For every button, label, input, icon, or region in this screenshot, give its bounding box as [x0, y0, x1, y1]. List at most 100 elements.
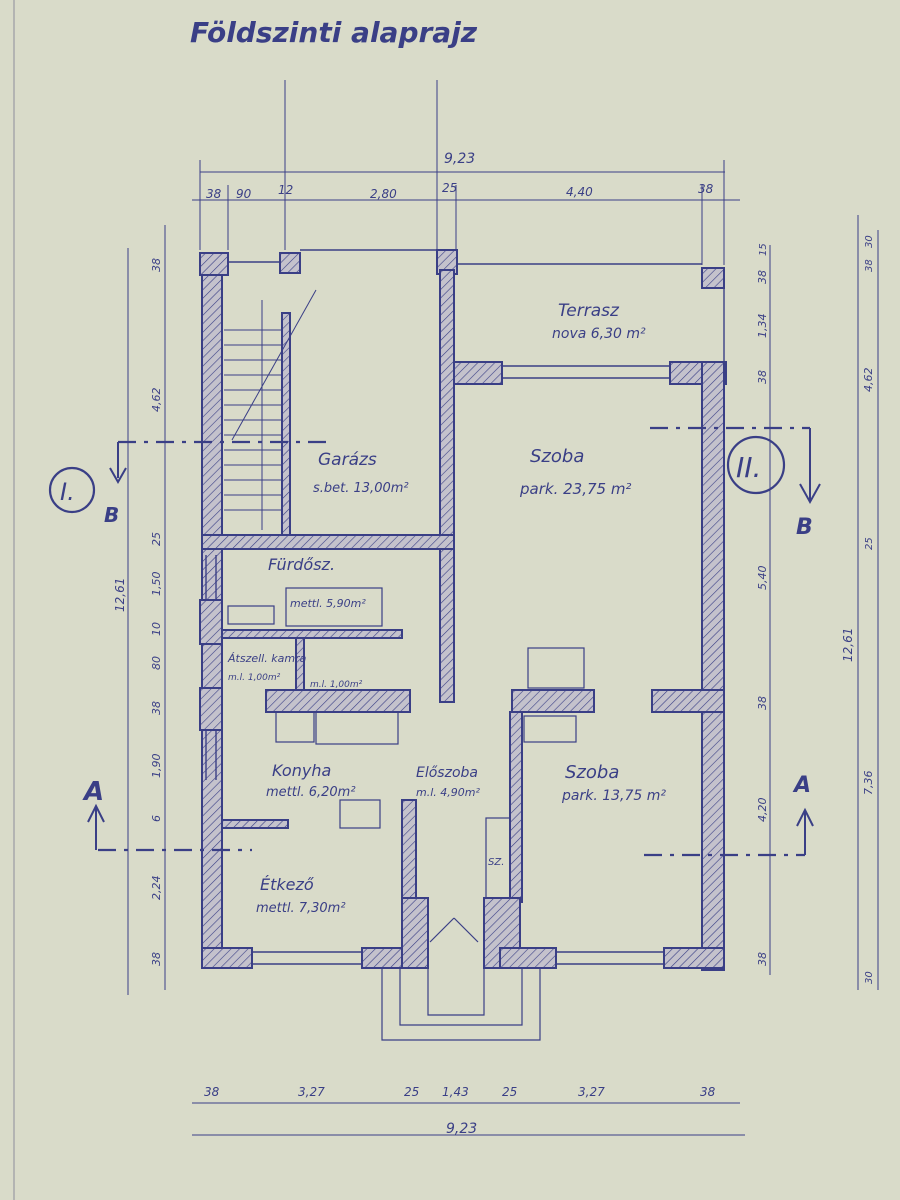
- section-left-letter: B: [104, 503, 119, 527]
- kitchen-counter-icon: [315, 711, 399, 745]
- dim-bottom-seg: 38: [700, 1085, 716, 1099]
- dim-bottom-seg: 25: [404, 1085, 419, 1099]
- dim-right-seg: 4,20: [756, 798, 769, 823]
- dimensions-top: 9,23 38 90 12 2,80 25 4,40 38: [206, 151, 714, 201]
- stove-icon: [275, 711, 315, 743]
- room-name-kitchen: Konyha: [272, 761, 331, 780]
- section-marker-right: [726, 435, 786, 495]
- staircase: [224, 289, 317, 530]
- dim-right-seg: 15: [758, 243, 769, 256]
- dimension-lines: [127, 80, 879, 1136]
- dim-far-right-seg: 25: [864, 537, 875, 550]
- dim-left-seg: 38: [150, 952, 163, 966]
- wardrobe-icon: [485, 817, 511, 899]
- wall-right-exterior: [701, 361, 725, 971]
- dim-right-seg: 38: [756, 952, 769, 966]
- walls: [199, 249, 727, 971]
- wall-bottom-right: [663, 947, 725, 969]
- dim-left-seg: 10: [150, 622, 163, 636]
- dim-top-seg: 38: [206, 187, 222, 201]
- dim-top-seg: 2,80: [370, 187, 397, 201]
- dim-far-right-seg: 38: [864, 259, 875, 272]
- dining-table-icon: [339, 799, 381, 829]
- wall-bottom-mid-right: [499, 947, 557, 969]
- dim-right-seg: 38: [756, 270, 769, 284]
- section-lines: [98, 426, 810, 857]
- bathtub-icon: [227, 605, 275, 625]
- dim-bottom-seg: 3,27: [298, 1085, 325, 1099]
- wall-column-garage-mid: [279, 252, 301, 274]
- dim-left-total: 12,61: [113, 578, 127, 612]
- wall-bottom-left: [201, 947, 253, 969]
- section-a-left: A: [82, 777, 104, 807]
- dim-left-seg: 4,62: [150, 388, 163, 413]
- dim-right-seg: 38: [756, 370, 769, 384]
- dim-right-seg: 1,34: [756, 314, 769, 339]
- dim-far-right-seg: 4,62: [862, 368, 875, 393]
- dim-left-seg: 38: [150, 701, 163, 715]
- dim-far-right-total: 12,61: [841, 628, 855, 662]
- wall-center: [439, 269, 455, 703]
- dim-bottom-seg: 38: [204, 1085, 220, 1099]
- dim-bottom-seg: 1,43: [442, 1085, 469, 1099]
- dim-far-right-seg: 30: [864, 971, 875, 984]
- room-name-garage: Garázs: [318, 450, 377, 470]
- wall-entry-left: [401, 897, 429, 969]
- wall-terrace-left: [453, 361, 503, 385]
- page-title: Földszinti alaprajz: [190, 16, 478, 49]
- dim-top-seg: 90: [236, 187, 252, 201]
- room-name-room-large: Szoba: [530, 446, 584, 467]
- room-area-terrace: nova 6,30 m²: [552, 326, 646, 342]
- stove-room-icon: [527, 647, 585, 689]
- dim-bottom-total: 9,23: [446, 1121, 477, 1137]
- room-name-room-small: Szoba: [565, 762, 619, 783]
- section-labels: I. B II. B A A: [60, 451, 813, 807]
- room-name-wardrobe: SZ.: [488, 857, 504, 868]
- wall-hall-right: [509, 711, 523, 903]
- wall-column-garage-left: [199, 252, 229, 276]
- dim-top-seg: 25: [442, 181, 457, 195]
- dim-left-seg: 6: [150, 815, 163, 822]
- dim-left-seg: 1,50: [150, 572, 163, 597]
- room-area-kitchen: mettl. 6,20m²: [266, 785, 356, 800]
- wall-bath-bottom: [221, 629, 403, 639]
- dimensions-left: 38 4,62 25 1,50 10 80 38 1,90 6 2,24 38 …: [113, 258, 163, 966]
- windows: [205, 249, 725, 965]
- section-right-letter: B: [796, 515, 813, 540]
- wall-hall-left: [401, 799, 417, 909]
- dim-right-seg: 5,40: [756, 566, 769, 591]
- dim-left-seg: 80: [150, 656, 163, 670]
- section-a-right: A: [792, 773, 811, 798]
- room-area-room-small: park. 13,75 m²: [561, 788, 666, 804]
- wall-room-divider-right: [651, 689, 725, 713]
- section-marker-left-label: I.: [60, 478, 75, 506]
- section-marker-right-label: II.: [736, 451, 761, 484]
- wall-terrace-column: [701, 267, 725, 289]
- room-labels: Garázs s.bet. 13,00m² Terrasz nova 6,30 …: [227, 301, 666, 916]
- cabinet-icon: [523, 715, 577, 743]
- section-arrows: [87, 428, 821, 855]
- room-area-room-large: park. 23,75 m²: [519, 480, 631, 498]
- dim-far-right-seg: 30: [864, 235, 875, 248]
- wall-pier-left-2: [199, 687, 223, 731]
- dimensions-bottom: 38 3,27 25 1,43 25 3,27 38 9,23: [204, 1085, 716, 1137]
- room-area-hall: m.l. 4,90m²: [416, 786, 480, 799]
- wall-room-divider-left: [511, 689, 595, 713]
- room-area-closet: m.l. 1,00m²: [310, 680, 363, 690]
- section-marker-left: [48, 466, 96, 514]
- dim-top-seg: 4,40: [566, 185, 593, 199]
- dim-left-seg: 38: [150, 258, 163, 272]
- wall-pier-left-1: [199, 599, 223, 645]
- room-name-dining: Étkező: [260, 875, 314, 894]
- wall-kitchen-dining: [221, 819, 289, 829]
- room-area-dining: mettl. 7,30m²: [256, 901, 346, 916]
- dim-left-seg: 1,90: [150, 754, 163, 779]
- wall-garage-bottom: [201, 534, 455, 550]
- wall-kitchen-top: [265, 689, 411, 713]
- room-name-terrace: Terrasz: [558, 301, 620, 321]
- dim-far-right-seg: 7,36: [862, 771, 875, 796]
- dimensions-right: 15 38 1,34 38 5,40 38 4,20 38: [756, 243, 769, 966]
- dim-top-seg: 38: [698, 182, 714, 196]
